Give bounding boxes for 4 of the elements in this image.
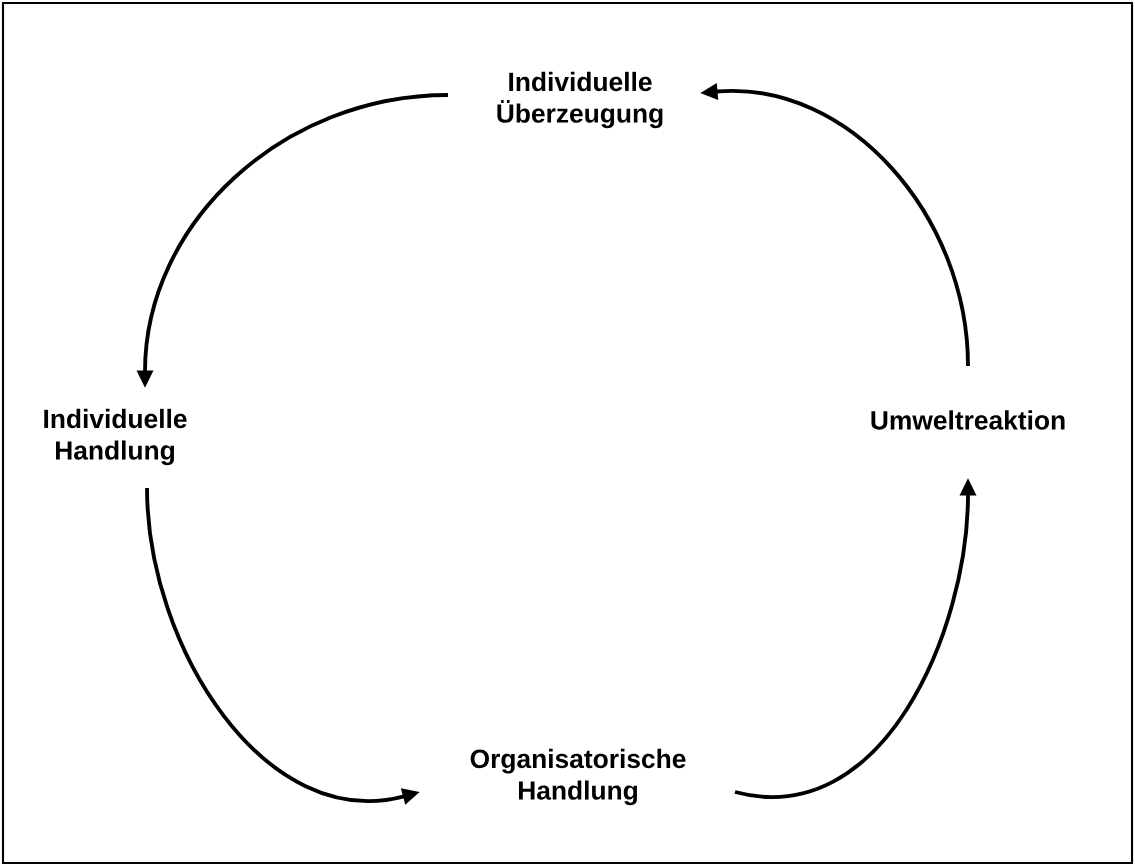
node-label: Umweltreaktion [871,410,1065,430]
node-label: Organisatorische Handlung [470,748,686,806]
node-label: Individuelle Handlung [44,408,187,466]
node-label: Individuelle Überzeugung [497,71,663,129]
